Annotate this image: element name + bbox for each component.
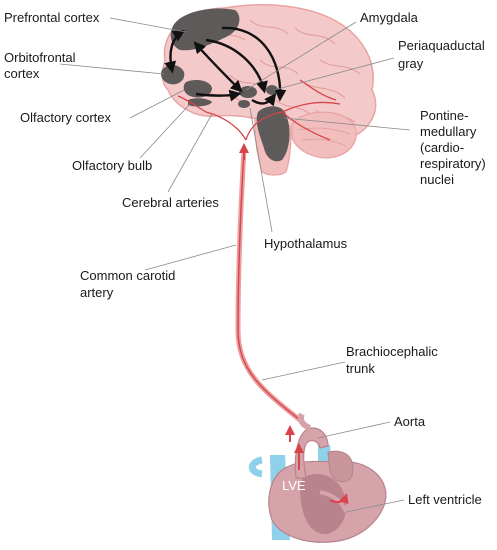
label-pontine-medullary-5: nuclei — [420, 172, 454, 187]
pontine-medullary-nuclei-region — [256, 106, 290, 162]
carotid-vessel — [235, 143, 302, 422]
labels: Prefrontal cortex Orbitofrontal cortex O… — [4, 10, 486, 507]
label-prefrontal-cortex: Prefrontal cortex — [4, 10, 100, 25]
leader-lines — [59, 17, 411, 513]
label-aorta: Aorta — [394, 414, 426, 429]
label-lve: LVE — [282, 478, 306, 493]
brain — [160, 4, 377, 176]
label-orbitofrontal-cortex: Orbitofrontal — [4, 50, 76, 65]
label-olfactory-cortex: Olfactory cortex — [20, 110, 112, 125]
label-cerebral-arteries: Cerebral arteries — [122, 195, 219, 210]
hypothalamus-region — [238, 100, 250, 108]
label-pontine-medullary-4: respiratory) — [420, 156, 486, 171]
left-ventricle-chamber — [300, 474, 347, 535]
amygdala-region — [239, 86, 257, 98]
label-pontine-medullary-3: (cardio- — [420, 140, 464, 155]
label-amygdala: Amygdala — [360, 10, 419, 25]
aorta — [294, 427, 329, 479]
label-hypothalamus: Hypothalamus — [264, 236, 348, 251]
label-periaqueductal-gray: Periaquaductal — [398, 38, 485, 53]
label-left-ventricle: Left ventricle — [408, 492, 482, 507]
label-orbitofrontal-cortex-2: cortex — [4, 66, 40, 81]
periaqueductal-gray-region — [266, 85, 278, 95]
cerebellum — [291, 111, 357, 159]
label-pontine-medullary-2: medullary — [420, 124, 477, 139]
label-olfactory-bulb: Olfactory bulb — [72, 158, 152, 173]
prefrontal-cortex-region — [170, 8, 240, 51]
label-pontine-medullary: Pontine- — [420, 108, 468, 123]
connection-arrows — [164, 26, 287, 107]
label-brachiocephalic: Brachiocephalic — [346, 344, 438, 359]
label-periaqueductal-gray-2: gray — [398, 56, 424, 71]
label-common-carotid: Common carotid — [80, 268, 175, 283]
label-brachiocephalic-2: trunk — [346, 361, 375, 376]
label-common-carotid-2: artery — [80, 285, 114, 300]
heart — [248, 412, 387, 543]
